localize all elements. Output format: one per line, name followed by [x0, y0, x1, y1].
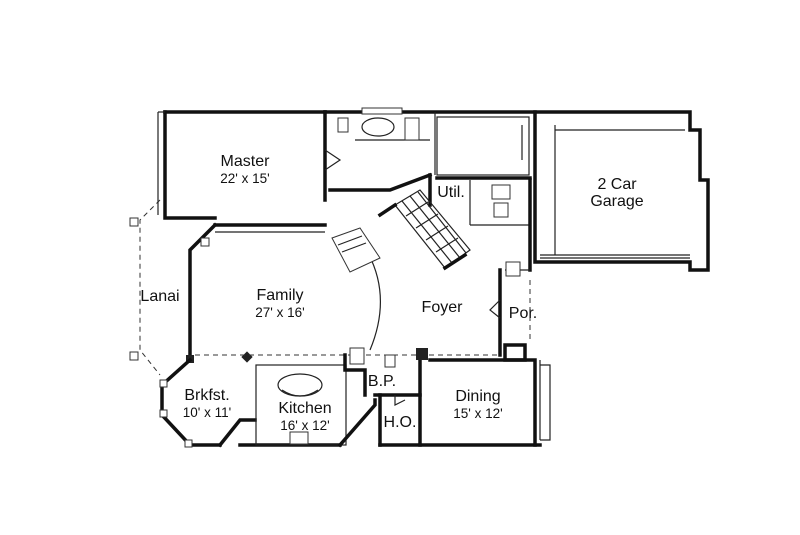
- room-label-lanai: Lanai: [140, 288, 179, 305]
- staircase: [377, 189, 471, 271]
- room-dimensions: 15' x 12': [453, 406, 503, 421]
- room-name: Kitchen: [278, 400, 332, 417]
- room-name: Util.: [437, 184, 465, 201]
- family-walls: [186, 222, 500, 363]
- garage-walls: [533, 110, 710, 272]
- room-label-dining: Dining 15' x 12': [453, 388, 502, 422]
- room-name: Master: [220, 153, 270, 170]
- utility-walls: [428, 173, 532, 272]
- room-name: Brkfst.: [184, 387, 230, 404]
- lanai-outline: [129, 199, 161, 376]
- room-name: H.O.: [383, 414, 417, 431]
- room-dimensions: 27' x 16': [255, 305, 305, 320]
- room-label-porch: Por.: [509, 305, 537, 322]
- room-dimensions: 16' x 12': [280, 418, 330, 433]
- room-label-brkfst: Brkfst. 10' x 11': [183, 387, 231, 421]
- dining-walls: [416, 348, 551, 447]
- powder-walls: [343, 347, 542, 447]
- room-label-bp: B.P.: [368, 373, 396, 390]
- kitchen-walls: [217, 364, 377, 448]
- room-name: B.P.: [367, 373, 397, 390]
- room-name: Por.: [508, 305, 538, 322]
- bath-walls: [323, 107, 537, 192]
- room-name: Foyer: [421, 299, 463, 316]
- room-label-util: Util.: [437, 184, 465, 201]
- room-name: Dining: [455, 388, 501, 405]
- room-name-line2: Garage: [590, 193, 644, 210]
- master-walls: [157, 110, 327, 220]
- room-label-family: Family 27' x 16': [255, 287, 304, 321]
- room-name: Family: [256, 287, 304, 304]
- room-label-master: Master 22' x 15': [220, 153, 269, 187]
- room-name: 2 Car: [597, 176, 637, 193]
- room-dimensions: 10' x 11': [182, 405, 232, 420]
- room-label-foyer: Foyer: [422, 299, 463, 316]
- breakfast-walls: [159, 357, 222, 448]
- room-label-kitchen: Kitchen 16' x 12': [278, 400, 331, 434]
- room-label-ho: H.O.: [384, 414, 417, 431]
- closet-walls: [435, 116, 532, 180]
- room-name: Lanai: [140, 288, 180, 305]
- room-dimensions: 22' x 15': [220, 171, 270, 186]
- room-label-garage: 2 Car Garage: [590, 176, 643, 210]
